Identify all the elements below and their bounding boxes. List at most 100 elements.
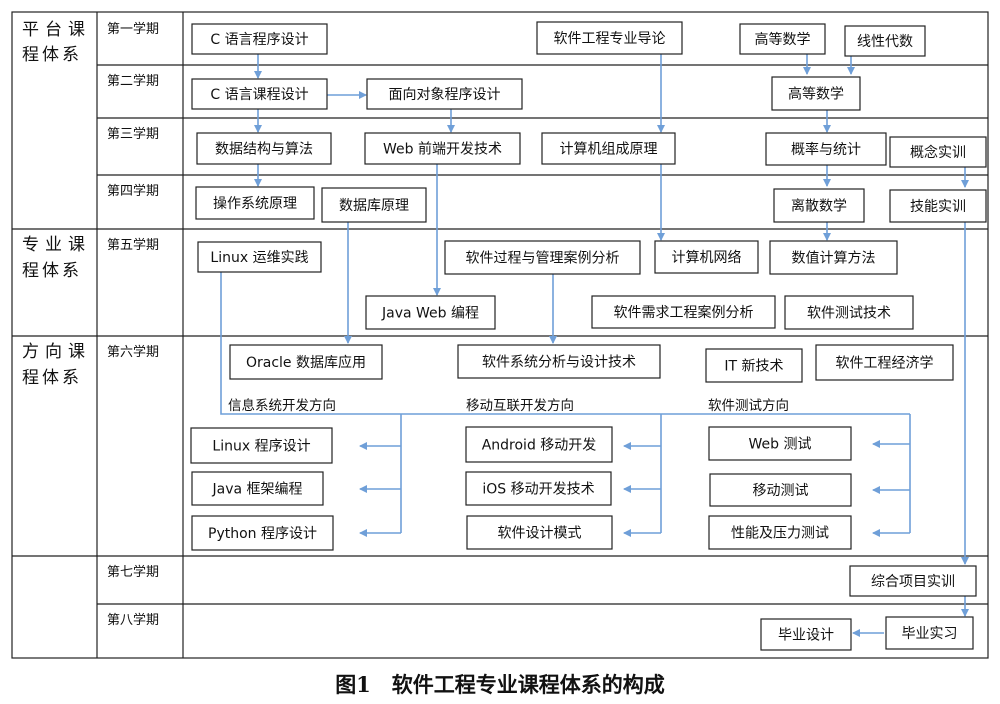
course-label: 概念实训 [910, 144, 966, 161]
course-label: 数据库原理 [339, 198, 409, 214]
semester-6: 第六学期 [107, 344, 159, 360]
course-box [191, 78, 328, 110]
course-label: 概率与统计 [791, 141, 861, 158]
course-web-test: Web 测试 [708, 426, 852, 461]
course-label: 软件工程专业导论 [554, 31, 666, 47]
course-box [591, 295, 776, 329]
course-label: 软件工程经济学 [836, 356, 934, 372]
course-box [765, 132, 887, 166]
direction-mobile-label: 移动互联开发方向 [466, 398, 574, 414]
course-box [366, 78, 523, 110]
course-box [191, 23, 328, 55]
course-thesis: 毕业设计 [760, 618, 852, 651]
course-box [195, 186, 315, 220]
course-box [708, 515, 852, 550]
course-se-econ: 软件工程经济学 [815, 344, 954, 381]
course-oracle: Oracle 数据库应用 [229, 344, 383, 380]
semester-labels: 第一学期 第二学期 第三学期 第四学期 第五学期 第六学期 第七学期 第八学期 [107, 21, 159, 628]
course-perf-test: 性能及压力测试 [708, 515, 852, 550]
course-network: 计算机网络 [654, 240, 759, 274]
course-patterns: 软件设计模式 [466, 515, 613, 550]
course-ios: iOS 移动开发技术 [465, 471, 612, 506]
course-label: Web 测试 [749, 437, 812, 453]
course-label: 高等数学 [755, 31, 811, 48]
course-box [444, 240, 641, 275]
course-box [321, 187, 427, 223]
category-direction-line2: 程体系 [22, 368, 82, 388]
course-box [457, 344, 661, 379]
course-android: Android 移动开发 [465, 426, 613, 463]
course-intro-se: 软件工程专业导论 [536, 21, 683, 55]
category-professional-line2: 程体系 [22, 261, 82, 281]
course-label: 软件设计模式 [498, 526, 582, 542]
course-box [784, 295, 914, 330]
direction-info-label: 信息系统开发方向 [228, 397, 336, 414]
course-os: 操作系统原理 [195, 186, 315, 220]
course-box [815, 344, 954, 381]
course-box [465, 426, 613, 463]
course-box [541, 132, 676, 165]
course-label: C 语言课程设计 [210, 87, 308, 103]
course-label: Android 移动开发 [482, 438, 597, 454]
course-box [739, 23, 826, 55]
course-box [844, 25, 926, 57]
course-box [771, 76, 861, 111]
semester-1: 第一学期 [107, 21, 159, 37]
course-numerical: 数值计算方法 [769, 240, 898, 275]
course-it-new: IT 新技术 [705, 348, 803, 383]
course-concept-train: 概念实训 [889, 136, 987, 168]
arrows [220, 54, 969, 637]
course-label: IT 新技术 [724, 359, 783, 375]
course-linear-algebra: 线性代数 [844, 25, 926, 57]
course-label: 面向对象程序设计 [389, 87, 501, 103]
course-box [465, 471, 612, 506]
course-label: 线性代数 [857, 34, 913, 50]
table-grid [11, 11, 989, 659]
course-req-eng: 软件需求工程案例分析 [591, 295, 776, 329]
course-box [196, 132, 332, 165]
course-box [769, 240, 898, 275]
course-box [705, 348, 803, 383]
direction-headings: 信息系统开发方向 移动互联开发方向 软件测试方向 [228, 397, 789, 414]
course-db: 数据库原理 [321, 187, 427, 223]
course-boxes: C 语言程序设计软件工程专业导论高等数学线性代数C 语言课程设计面向对象程序设计… [190, 21, 987, 651]
semester-2: 第二学期 [107, 73, 159, 89]
course-box [709, 473, 852, 507]
course-box [849, 565, 977, 597]
course-linux-prog: Linux 程序设计 [190, 427, 333, 464]
course-box [536, 21, 683, 55]
course-label: Java 框架编程 [211, 482, 302, 498]
course-prob-stat: 概率与统计 [765, 132, 887, 166]
course-math1: 高等数学 [739, 23, 826, 55]
category-platform-line1: 平台课 [22, 20, 91, 40]
course-java-web: Java Web 编程 [365, 295, 496, 330]
course-python: Python 程序设计 [191, 515, 334, 551]
course-box [364, 132, 521, 165]
course-linux-ops: Linux 运维实践 [197, 241, 322, 273]
course-label: Linux 程序设计 [212, 439, 310, 455]
course-label: Linux 运维实践 [210, 250, 308, 266]
course-label: 毕业设计 [778, 628, 834, 644]
course-box [885, 616, 974, 650]
category-labels: 平台课 程体系 专业课 程体系 方向课 程体系 [22, 20, 91, 388]
course-box [190, 427, 333, 464]
semester-7: 第七学期 [107, 564, 159, 580]
course-label: C 语言程序设计 [210, 32, 308, 48]
course-ds-algo: 数据结构与算法 [196, 132, 332, 165]
course-sad: 软件系统分析与设计技术 [457, 344, 661, 379]
course-box [191, 515, 334, 551]
course-label: 技能实训 [910, 199, 966, 215]
course-label: 软件过程与管理案例分析 [466, 250, 620, 267]
course-label: 离散数学 [791, 198, 847, 215]
course-box [197, 241, 322, 273]
course-label: 毕业实习 [902, 626, 958, 642]
course-box [889, 189, 987, 223]
course-internship: 毕业实习 [885, 616, 974, 650]
category-platform-line2: 程体系 [22, 45, 82, 65]
course-comp-org: 计算机组成原理 [541, 132, 676, 165]
category-direction-line1: 方向课 [22, 342, 91, 362]
course-box [654, 240, 759, 274]
course-box [365, 295, 496, 330]
course-math2: 高等数学 [771, 76, 861, 111]
